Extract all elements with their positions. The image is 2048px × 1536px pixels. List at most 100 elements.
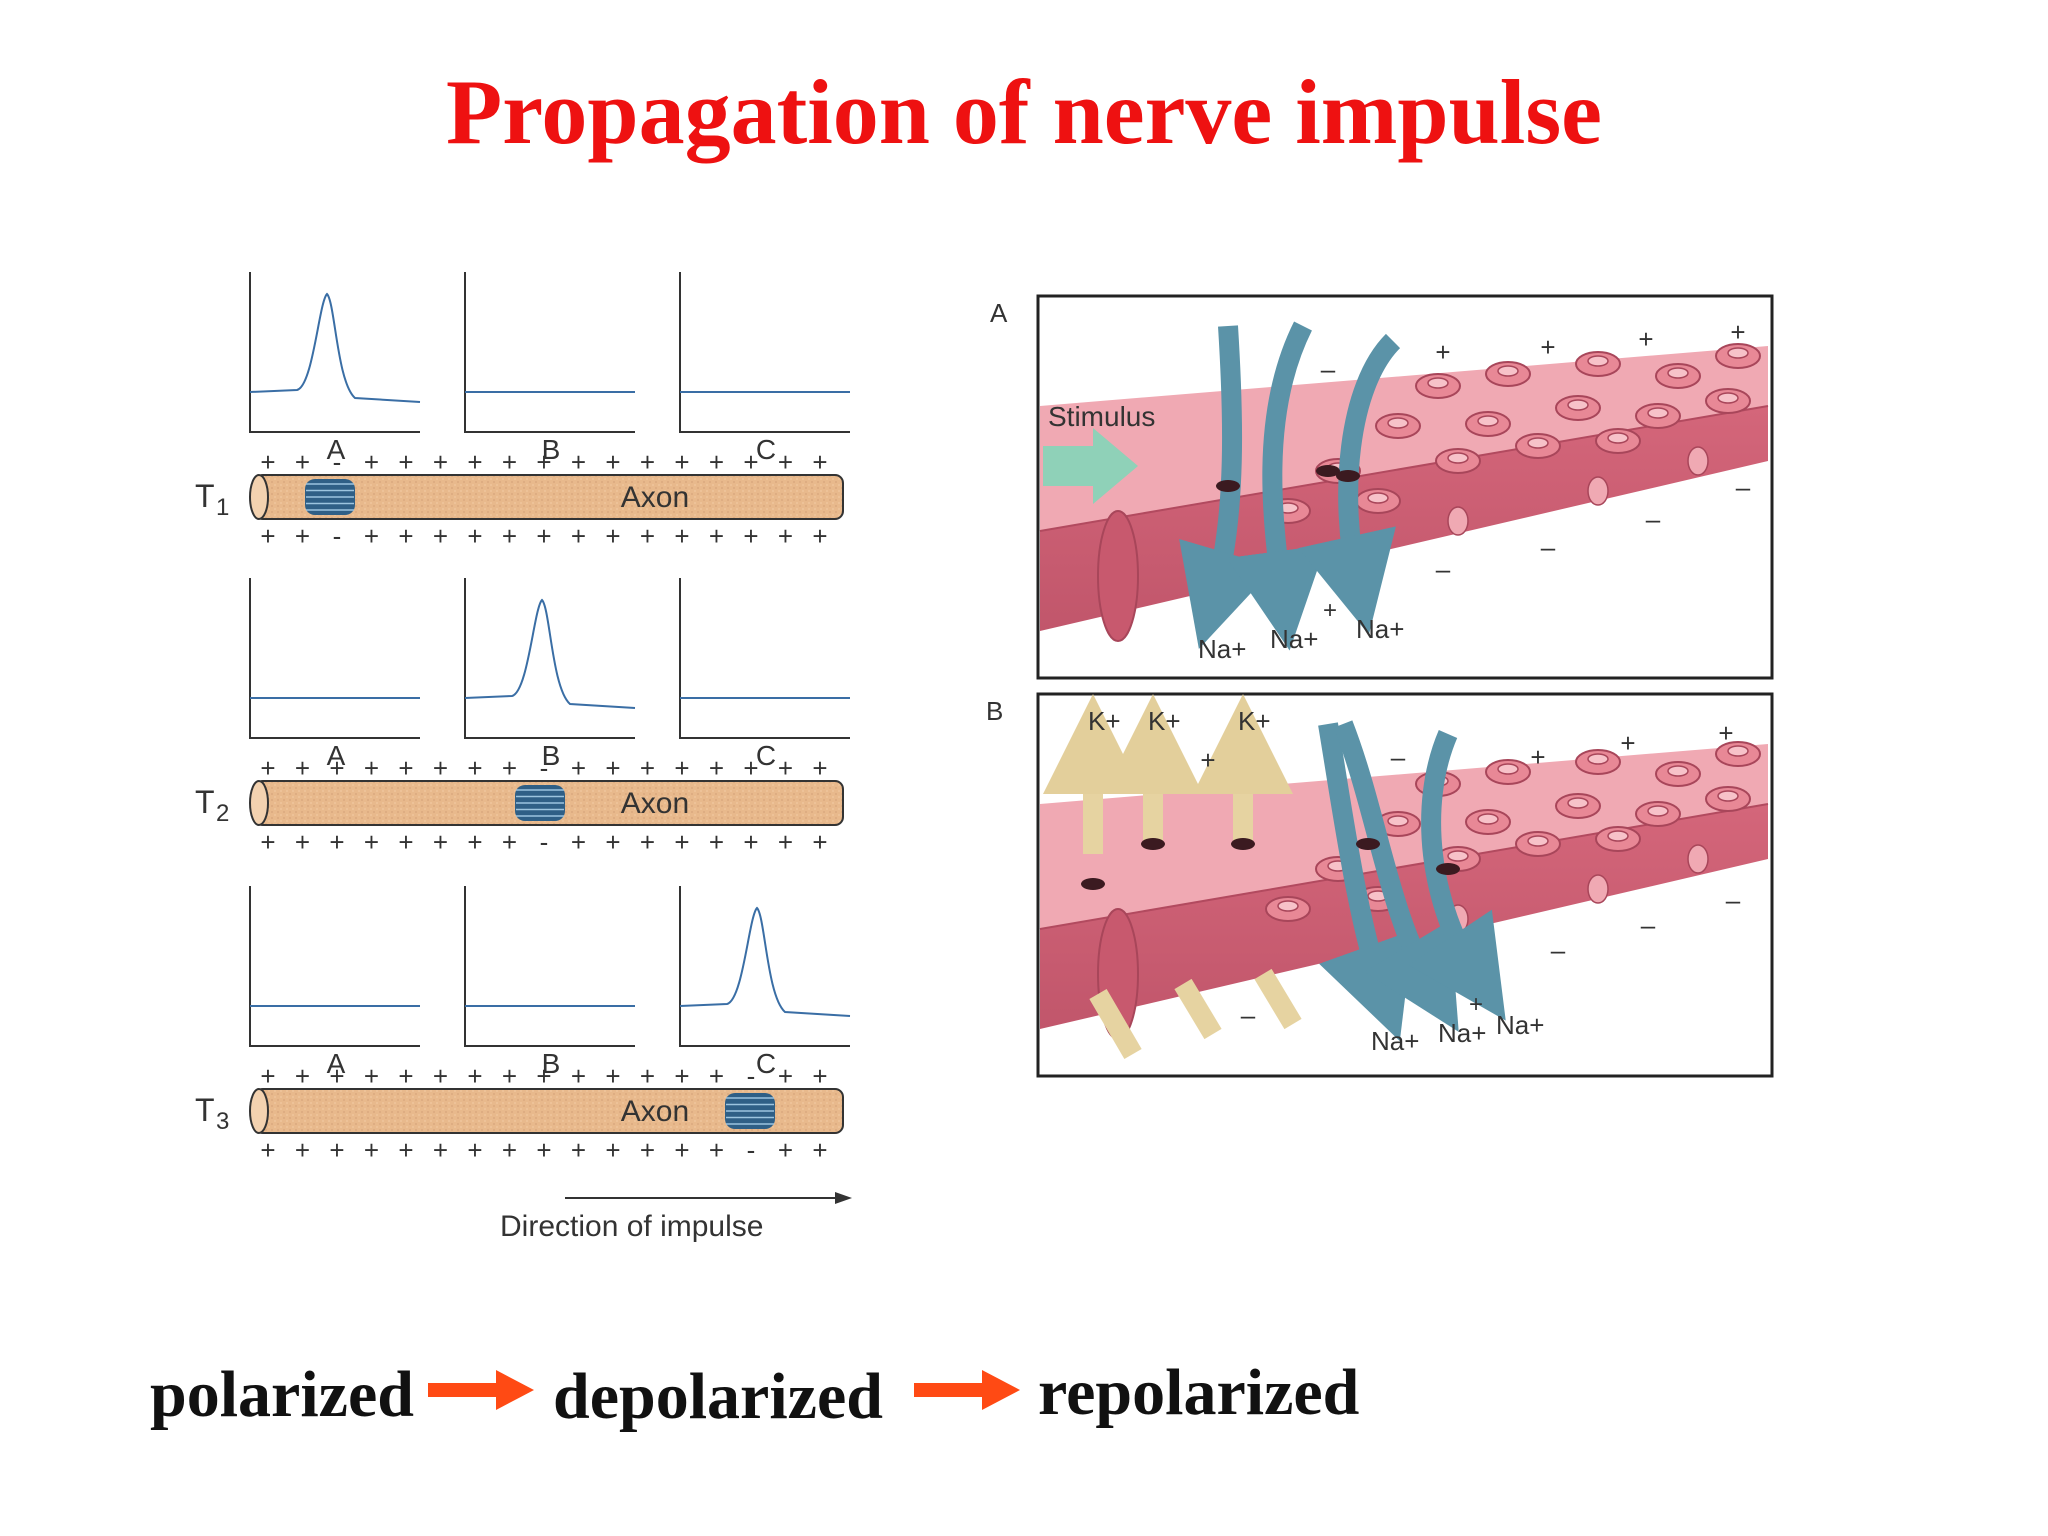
svg-text:+: + [467, 447, 482, 477]
svg-text:+: + [364, 1061, 379, 1091]
svg-text:+: + [605, 521, 620, 551]
svg-text:+: + [571, 521, 586, 551]
svg-text:+: + [743, 447, 758, 477]
svg-text:–: – [1646, 504, 1661, 534]
graph-label: A [327, 1048, 346, 1079]
svg-text:+: + [674, 1061, 689, 1091]
axon-label: Axon [621, 1095, 689, 1128]
svg-text:+: + [536, 447, 551, 477]
svg-text:+: + [640, 447, 655, 477]
svg-text:+: + [467, 753, 482, 783]
svg-text:+: + [295, 753, 310, 783]
time-label-subscript: 2 [216, 800, 229, 827]
svg-text:+: + [295, 1135, 310, 1165]
membrane-charges: ++++–––––+ [1321, 317, 1751, 624]
svg-text:+: + [674, 1135, 689, 1165]
svg-text:+: + [571, 1061, 586, 1091]
svg-text:+: + [674, 827, 689, 857]
svg-text:+: + [260, 1135, 275, 1165]
svg-text:+: + [571, 1135, 586, 1165]
page-title: Propagation of nerve impulse [446, 61, 1602, 163]
svg-text:+: + [502, 1135, 517, 1165]
svg-text:+: + [502, 1061, 517, 1091]
svg-text:+: + [571, 827, 586, 857]
svg-text:+: + [640, 1135, 655, 1165]
potassium-ion-label: K+ [1238, 706, 1271, 736]
membrane-charges: ++++–––––+ [1200, 718, 1740, 1030]
svg-text:+: + [640, 827, 655, 857]
svg-text:+: + [674, 447, 689, 477]
svg-text:+: + [674, 521, 689, 551]
svg-text:+: + [364, 1135, 379, 1165]
svg-text:+: + [329, 827, 344, 857]
svg-text:+: + [812, 447, 827, 477]
axon: Axon [249, 474, 844, 520]
potential-graph: B [464, 886, 635, 1079]
svg-text:–: – [1436, 554, 1451, 584]
depolarization-zone [515, 785, 565, 821]
svg-text:+: + [295, 521, 310, 551]
svg-text:+: + [260, 447, 275, 477]
svg-text:+: + [536, 1135, 551, 1165]
svg-text:+: + [812, 827, 827, 857]
svg-text:+: + [467, 521, 482, 551]
sodium-ion-label: Na+ [1270, 624, 1318, 654]
svg-text:+: + [1620, 728, 1635, 758]
svg-text:–: – [1641, 910, 1656, 940]
svg-text:+: + [295, 827, 310, 857]
potential-graph: C [679, 272, 850, 465]
svg-text:+: + [709, 447, 724, 477]
svg-text:+: + [433, 521, 448, 551]
svg-text:+: + [674, 753, 689, 783]
svg-text:+: + [605, 753, 620, 783]
time-label: T [195, 1092, 215, 1128]
stimulus-label: Stimulus [1048, 401, 1155, 432]
stage-repolarized: repolarized [1038, 1356, 1360, 1429]
graph-label: C [756, 434, 776, 465]
svg-text:+: + [536, 521, 551, 551]
arrow-right-icon [914, 1370, 1020, 1410]
sodium-ion-label: Na+ [1371, 1026, 1419, 1056]
svg-text:+: + [605, 1061, 620, 1091]
svg-text:–: – [1551, 935, 1566, 965]
svg-text:+: + [467, 1135, 482, 1165]
svg-text:+: + [1323, 597, 1337, 624]
svg-text:+: + [640, 1061, 655, 1091]
potential-graph: C [679, 886, 851, 1079]
graph-label: C [756, 1048, 776, 1079]
svg-text:+: + [502, 521, 517, 551]
svg-text:+: + [743, 827, 758, 857]
arrow-right-icon [428, 1370, 534, 1410]
sodium-ion-label: Na+ [1198, 634, 1246, 664]
svg-text:–: – [1541, 532, 1556, 562]
svg-text:+: + [467, 1061, 482, 1091]
graph-label: B [542, 1048, 561, 1079]
svg-text:+: + [433, 1061, 448, 1091]
time-label-subscript: 1 [216, 494, 229, 521]
axon: Axon [249, 1088, 844, 1134]
potential-graph: B [464, 272, 635, 465]
svg-text:+: + [1200, 745, 1215, 775]
svg-text:–: – [1321, 354, 1336, 384]
svg-text:-: - [333, 521, 342, 551]
svg-text:+: + [778, 1135, 793, 1165]
potential-graph: A [249, 272, 421, 465]
svg-text:+: + [398, 447, 413, 477]
potential-graph: B [464, 578, 636, 771]
svg-text:+: + [502, 447, 517, 477]
time-label-subscript: 3 [216, 1108, 229, 1135]
svg-text:+: + [364, 753, 379, 783]
stage-polarized: polarized [150, 1358, 414, 1431]
graph-label: A [327, 434, 346, 465]
svg-text:+: + [1435, 337, 1450, 367]
svg-text:+: + [640, 753, 655, 783]
svg-text:+: + [260, 521, 275, 551]
panel-label: B [986, 696, 1003, 726]
sodium-ion-label: Na+ [1356, 614, 1404, 644]
svg-text:-: - [747, 1135, 756, 1165]
svg-text:+: + [260, 827, 275, 857]
svg-text:+: + [640, 521, 655, 551]
potential-graph: A [249, 578, 420, 771]
stage-depolarized: depolarized [553, 1360, 883, 1433]
